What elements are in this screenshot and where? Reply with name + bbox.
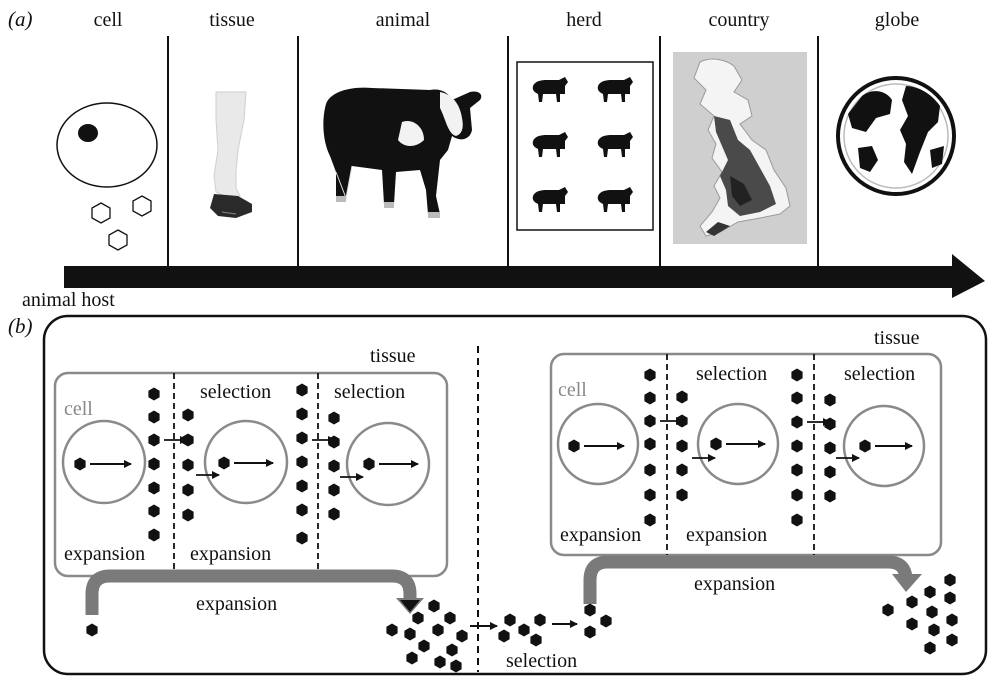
herd-cow-icon: [597, 132, 633, 157]
particle-cluster: [386, 599, 468, 673]
cow-icon: [323, 87, 482, 218]
herd-cow-icon: [532, 132, 568, 157]
particle-column: [296, 383, 308, 545]
scale-label-globe: globe: [875, 9, 920, 31]
particle-cluster: [498, 613, 546, 647]
scale-label-country: country: [708, 9, 769, 31]
selection-label: selection: [506, 650, 577, 672]
particle-cluster: [882, 573, 958, 655]
cell-compartment: [61, 419, 147, 505]
cell-label: cell: [558, 379, 587, 401]
founder-particle: [86, 623, 98, 637]
selection-label: selection: [200, 381, 271, 403]
expansion-flow-arrow: [85, 569, 424, 615]
particle-column: [824, 393, 836, 503]
particle-column: [644, 368, 656, 527]
right-tissue: tissue cell selection selection expansio…: [549, 327, 943, 557]
scale-label-tissue: tissue: [209, 9, 255, 31]
scale-dividers: [167, 36, 819, 268]
selection-label: selection: [696, 363, 767, 385]
herd-icon: [516, 61, 654, 231]
scale-label-cell: cell: [94, 9, 123, 31]
panel-b: (b) animal host tissue cell selection se…: [8, 289, 988, 676]
transfer-arrows: [660, 417, 860, 462]
cell-compartment: [696, 402, 780, 486]
herd-cow-icon: [532, 77, 568, 102]
expansion-label: expansion: [190, 543, 271, 565]
expansion-label: expansion: [64, 543, 145, 565]
selection-label: selection: [844, 363, 915, 385]
tissue-label: tissue: [370, 345, 416, 367]
tissue-label: tissue: [874, 327, 920, 349]
expansion-flow-arrow: [583, 555, 922, 604]
expansion-label: expansion: [196, 593, 277, 615]
cell-icon: [56, 102, 158, 251]
scale-label-herd: herd: [566, 9, 602, 31]
herd-cow-icon: [597, 77, 633, 102]
scale-label-animal: animal: [376, 9, 431, 31]
tissue-box: [549, 352, 943, 557]
particle-column: [148, 387, 160, 542]
left-tissue: tissue cell selection selection expansio…: [53, 345, 449, 578]
particle-column: [182, 408, 194, 522]
cow-leg-icon: [210, 91, 252, 218]
cell-compartment: [556, 402, 640, 486]
herd-cow-icon: [597, 187, 633, 212]
animal-host-box: [42, 314, 988, 676]
particle-column: [791, 368, 803, 527]
panel-b-label: (b): [8, 314, 33, 338]
transfer-arrows: [164, 436, 364, 481]
particle-column: [676, 390, 688, 502]
particle-cluster: [584, 603, 612, 639]
selection-label: selection: [334, 381, 405, 403]
expansion-label: expansion: [560, 524, 641, 546]
particle-column: [328, 411, 340, 521]
cell-compartment: [345, 421, 431, 507]
britain-map-icon: [673, 52, 807, 244]
cell-compartment: [203, 419, 289, 505]
globe-icon: [836, 76, 956, 196]
cell-label: cell: [64, 398, 93, 420]
cell-compartment: [842, 404, 926, 488]
scale-arrow: [64, 254, 985, 298]
panel-a: (a) cell tissue animal herd country glob…: [8, 7, 985, 298]
expansion-label: expansion: [694, 573, 775, 595]
panel-a-label: (a): [8, 7, 33, 31]
animal-host-label: animal host: [22, 289, 115, 311]
expansion-label: expansion: [686, 524, 767, 546]
herd-cow-icon: [532, 187, 568, 212]
